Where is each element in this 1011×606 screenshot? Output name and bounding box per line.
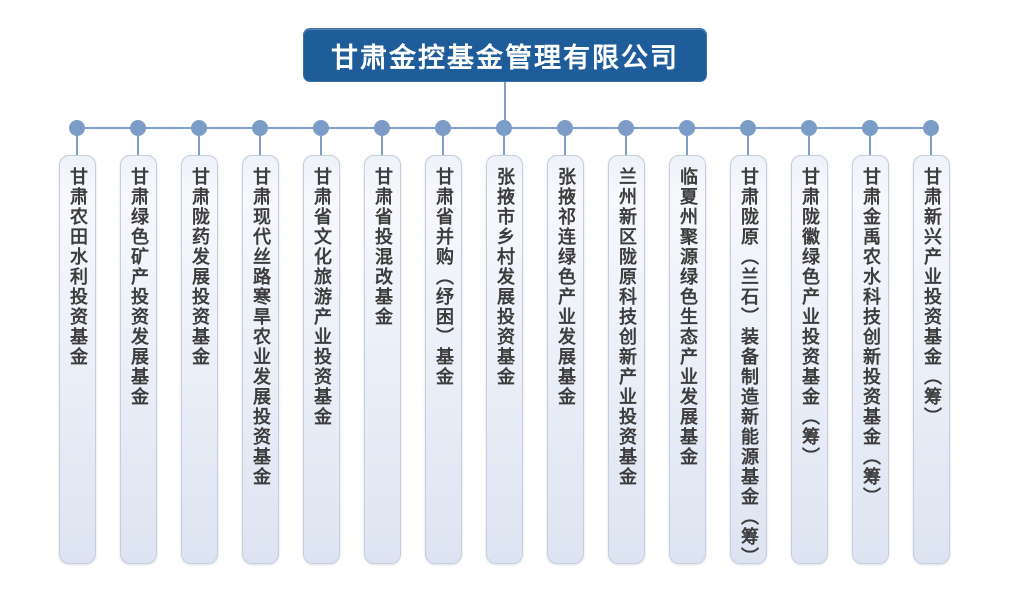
fund-box: 张掖市乡村发展投资基金 — [485, 155, 523, 564]
fund-label: 甘肃省文化旅游产业投资基金 — [311, 167, 332, 427]
connector-dot-icon — [618, 120, 634, 136]
connector-stub — [320, 136, 322, 155]
connector-dot-icon — [130, 120, 146, 136]
connector-dot-icon — [923, 120, 939, 136]
fund-box: 兰州新区陇原科技创新产业投资基金 — [607, 155, 645, 564]
fund-node: 甘肃金禹农水科技创新投资基金（筹） — [851, 120, 889, 564]
fund-node: 甘肃省并购（纾困）基金 — [424, 120, 462, 564]
connector-stub — [930, 136, 932, 155]
fund-label: 临夏州聚源绿色生态产业发展基金 — [677, 167, 698, 467]
fund-label: 张掖市乡村发展投资基金 — [494, 167, 515, 387]
fund-node: 甘肃陇原（兰石）装备制造新能源基金（筹） — [729, 120, 767, 567]
root-node: 甘肃金控基金管理有限公司 — [303, 28, 707, 82]
fund-box: 甘肃新兴产业投资基金（筹） — [912, 155, 950, 564]
connector-stub — [686, 136, 688, 155]
fund-label: 甘肃陇原（兰石）装备制造新能源基金（筹） — [738, 167, 759, 567]
fund-node: 甘肃农田水利投资基金 — [58, 120, 96, 564]
fund-box: 甘肃省并购（纾困）基金 — [424, 155, 462, 564]
fund-box: 甘肃省投混改基金 — [363, 155, 401, 564]
connector-dot-icon — [435, 120, 451, 136]
fund-node: 甘肃省文化旅游产业投资基金 — [302, 120, 340, 564]
fund-box: 甘肃绿色矿产投资发展基金 — [119, 155, 157, 564]
fund-box: 甘肃农田水利投资基金 — [58, 155, 96, 564]
connector-stub — [442, 136, 444, 155]
connector-stub — [198, 136, 200, 155]
fund-node: 张掖市乡村发展投资基金 — [485, 120, 523, 564]
connector-stub — [808, 136, 810, 155]
connector-trunk — [504, 82, 506, 128]
fund-label: 甘肃现代丝路寒旱农业发展投资基金 — [250, 167, 271, 487]
fund-node: 甘肃省投混改基金 — [363, 120, 401, 564]
fund-label: 甘肃陇药发展投资基金 — [189, 167, 210, 367]
connector-stub — [76, 136, 78, 155]
fund-label: 甘肃省并购（纾困）基金 — [433, 167, 454, 387]
connector-stub — [259, 136, 261, 155]
connector-dot-icon — [740, 120, 756, 136]
connector-dot-icon — [252, 120, 268, 136]
fund-node: 甘肃陇徽绿色产业投资基金（筹） — [790, 120, 828, 564]
connector-dot-icon — [313, 120, 329, 136]
root-node-label: 甘肃金控基金管理有限公司 — [331, 42, 679, 74]
fund-label: 甘肃新兴产业投资基金（筹） — [921, 167, 942, 427]
fund-box: 甘肃陇徽绿色产业投资基金（筹） — [790, 155, 828, 564]
fund-label: 张掖祁连绿色产业发展基金 — [555, 167, 576, 407]
fund-label: 兰州新区陇原科技创新产业投资基金 — [616, 167, 637, 487]
connector-dot-icon — [679, 120, 695, 136]
connector-stub — [137, 136, 139, 155]
fund-box: 甘肃陇药发展投资基金 — [180, 155, 218, 564]
fund-box: 甘肃金禹农水科技创新投资基金（筹） — [851, 155, 889, 564]
connector-stub — [381, 136, 383, 155]
fund-node: 临夏州聚源绿色生态产业发展基金 — [668, 120, 706, 564]
fund-node: 甘肃陇药发展投资基金 — [180, 120, 218, 564]
fund-box: 临夏州聚源绿色生态产业发展基金 — [668, 155, 706, 564]
fund-label: 甘肃省投混改基金 — [372, 167, 393, 327]
connector-dot-icon — [69, 120, 85, 136]
connector-dot-icon — [862, 120, 878, 136]
connector-stub — [625, 136, 627, 155]
fund-label: 甘肃农田水利投资基金 — [67, 167, 88, 367]
connector-dot-icon — [374, 120, 390, 136]
fund-node: 甘肃新兴产业投资基金（筹） — [912, 120, 950, 564]
fund-node: 兰州新区陇原科技创新产业投资基金 — [607, 120, 645, 564]
fund-node: 张掖祁连绿色产业发展基金 — [546, 120, 584, 564]
connector-stub — [564, 136, 566, 155]
fund-box: 甘肃省文化旅游产业投资基金 — [302, 155, 340, 564]
fund-label: 甘肃绿色矿产投资发展基金 — [128, 167, 149, 407]
fund-box: 甘肃陇原（兰石）装备制造新能源基金（筹） — [729, 155, 767, 567]
fund-node: 甘肃现代丝路寒旱农业发展投资基金 — [241, 120, 279, 564]
fund-node: 甘肃绿色矿产投资发展基金 — [119, 120, 157, 564]
connector-dot-icon — [801, 120, 817, 136]
connector-stub — [747, 136, 749, 155]
fund-label: 甘肃陇徽绿色产业投资基金（筹） — [799, 167, 820, 467]
connector-dot-icon — [496, 120, 512, 136]
connector-dot-icon — [191, 120, 207, 136]
connector-stub — [869, 136, 871, 155]
fund-label: 甘肃金禹农水科技创新投资基金（筹） — [860, 167, 881, 507]
fund-box: 张掖祁连绿色产业发展基金 — [546, 155, 584, 564]
fund-box: 甘肃现代丝路寒旱农业发展投资基金 — [241, 155, 279, 564]
connector-stub — [503, 136, 505, 155]
connector-dot-icon — [557, 120, 573, 136]
